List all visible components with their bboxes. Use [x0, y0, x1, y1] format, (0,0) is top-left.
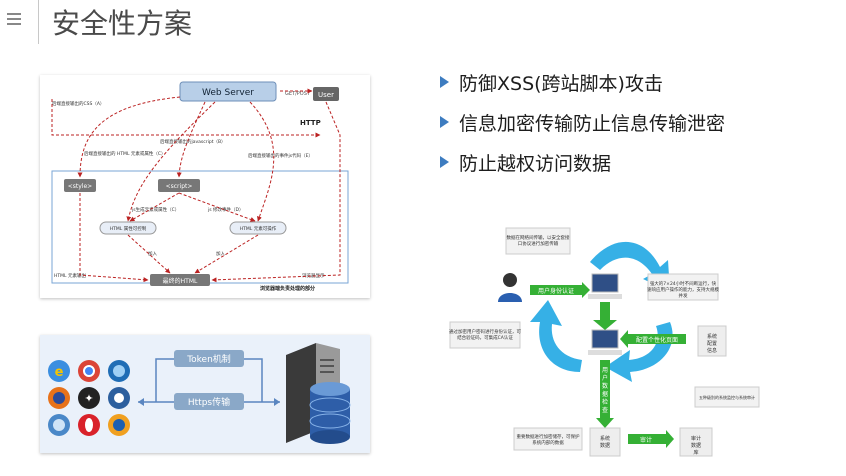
xss-label-11: 浏览器显示 [302, 272, 325, 279]
audit-db-box: 审计数据库 [691, 435, 701, 456]
svg-text:e: e [55, 365, 64, 380]
http-label: HTTP [300, 119, 321, 127]
xss-label-2: 后端直接输出的 HTML 元素或属性（C） [84, 150, 166, 157]
xss-label-8: 加入 [148, 250, 157, 257]
final-html-box: 最终的HTML [163, 277, 198, 285]
script-tag-box: <script> [166, 183, 193, 190]
note-encrypted-storage: 重要数据进行加密储存，可保护系统内部的数据 [517, 433, 580, 446]
sys-data-box: 系统数据 [600, 435, 610, 449]
computer-icon [588, 273, 622, 355]
note-monitoring: 五种级别的系统监控与系统审计 [699, 394, 755, 400]
auth-audit-diagram: 数据在网络间传输，以安全套接口协议进行加密传输 强大的7×24小时不间断运行，快… [440, 222, 770, 462]
note-password: 通过加密用户密码进行身份认证，可结合验证码，可集成CA认证 [449, 328, 521, 341]
browser-icons: e ✦ [48, 360, 130, 436]
xss-label-3: 后端直接输出的事件js代码（E） [248, 152, 313, 159]
bullet-item: 信息加密传输防止信息传输泄密 [440, 112, 725, 135]
bullet-arrow-icon [440, 156, 449, 168]
header-divider [38, 0, 39, 44]
xss-label-10: HTML 元素输出 [54, 272, 86, 279]
xss-label-4: js生成元素或属性（C） [131, 206, 179, 213]
audit-arrow-label: 审计 [640, 436, 652, 444]
personalized-arrow-label: 配置个性化页面 [636, 336, 678, 344]
bullet-text: 防止越权访问数据 [459, 152, 612, 175]
login-arrow-label: 用户身份认证 [538, 287, 574, 295]
security-bullet-list: 防御XSS(跨站脚本)攻击 信息加密传输防止信息传输泄密 防止越权访问数据 [440, 72, 725, 192]
get-post-label: GET/POST [285, 91, 311, 97]
xss-diagram: Web Server User GET/POST HTTP <style> <s… [40, 75, 370, 298]
bullet-item: 防止越权访问数据 [440, 152, 725, 175]
web-server-box: Web Server [202, 88, 254, 98]
user-box: User [318, 91, 334, 99]
browser-caption: 浏览器端负责处理的部分 [260, 285, 315, 292]
bullet-text: 信息加密传输防止信息传输泄密 [459, 112, 726, 135]
note-availability: 强大的7×24小时不间断运行，快速响应用户操作的能力，支持大规模并发 [647, 280, 719, 299]
sys-config-box: 系统配置信息 [707, 333, 717, 354]
style-tag-box: <style> [68, 183, 92, 190]
note-transport: 数据在网络间传输，以安全套接口协议进行加密传输 [507, 234, 570, 247]
menu-icon[interactable] [7, 13, 21, 28]
xss-label-0: 后端直接输出的CSS（A） [52, 100, 104, 107]
page-title: 安全性方案 [52, 7, 193, 40]
bullet-arrow-icon [440, 116, 449, 128]
user-avatar-icon [498, 273, 522, 302]
xss-label-9: 加入 [216, 250, 225, 257]
https-transport: Https传输 [188, 396, 230, 408]
xss-label-5: js 修改事件（D） [207, 206, 244, 213]
xss-label-1: 后端直接输出的javascript（B） [160, 138, 226, 145]
xss-label-6: HTML 属性可控制 [110, 225, 147, 232]
xss-label-7: HTML 元素可操作 [240, 225, 277, 232]
token-mechanism: Token机制 [186, 353, 231, 365]
bullet-arrow-icon [440, 76, 449, 88]
server-database-icon [286, 343, 351, 444]
svg-text:✦: ✦ [84, 392, 93, 405]
bullet-item: 防御XSS(跨站脚本)攻击 [440, 72, 725, 95]
token-https-diagram: e ✦ Token机制 Https传输 [40, 335, 370, 453]
db-check-label: 用户数据检查 [602, 367, 608, 414]
bullet-text: 防御XSS(跨站脚本)攻击 [459, 72, 663, 95]
